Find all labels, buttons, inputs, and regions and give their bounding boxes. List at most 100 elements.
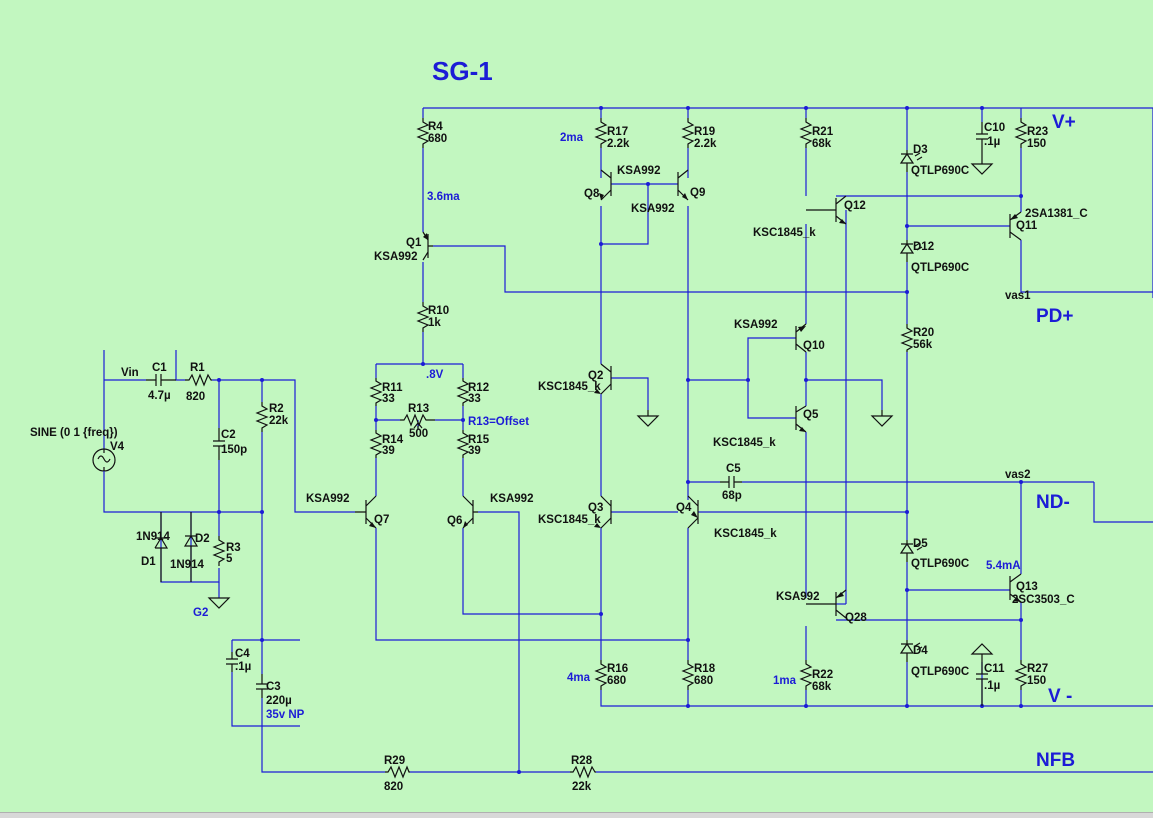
transistor-q1 xyxy=(422,231,433,261)
r13-wiper xyxy=(413,422,423,430)
capacitor-c3 xyxy=(256,674,268,698)
r2-value: 22k xyxy=(269,415,289,427)
resistor-r4 xyxy=(416,118,430,148)
q5-ref: Q5 xyxy=(803,409,819,421)
r10-ref: R10 xyxy=(428,305,449,317)
r12-value: 33 xyxy=(468,393,481,405)
r28-ref: R28 xyxy=(571,755,593,767)
r20-ref: R20 xyxy=(913,327,934,339)
c2-value: 150p xyxy=(221,444,247,456)
resistor-r29 xyxy=(385,765,410,779)
resistor-r15 xyxy=(456,430,470,458)
c5-value: 68p xyxy=(722,490,742,502)
led-d4 xyxy=(899,640,923,662)
resistor-r2 xyxy=(255,402,269,432)
resistor-r28 xyxy=(570,765,596,779)
d1-ref: D1 xyxy=(141,556,156,568)
d3-value: QTLP690C xyxy=(911,165,969,177)
net-g2-label: G2 xyxy=(193,607,208,619)
net-vas2-label: vas2 xyxy=(1005,469,1031,481)
r4-ref: R4 xyxy=(428,121,443,133)
ground-c11 xyxy=(970,643,994,660)
vas-current-note: 1ma xyxy=(773,675,797,687)
d3-ref: D3 xyxy=(913,144,928,156)
resistor-r22 xyxy=(799,660,813,690)
d12-ref: D12 xyxy=(913,241,934,253)
d1-value: 1N914 xyxy=(136,531,170,543)
led-d12 xyxy=(899,240,923,262)
transistor-q12 xyxy=(806,195,847,225)
r19-ref: R19 xyxy=(694,126,715,138)
c3-value: 220µ xyxy=(266,695,292,707)
c11-value: .1µ xyxy=(984,680,1000,692)
q9-value: KSA992 xyxy=(631,203,674,215)
horizontal-scrollbar[interactable] xyxy=(0,812,1153,818)
capacitor-c5 xyxy=(720,476,742,488)
r16-ref: R16 xyxy=(607,663,628,675)
r22-ref: R22 xyxy=(812,669,833,681)
lts-current-note: 2ma xyxy=(560,132,584,144)
q7-value: KSA992 xyxy=(306,493,349,505)
c1-value: 4.7µ xyxy=(148,390,171,402)
q13-ref: Q13 xyxy=(1016,581,1038,593)
d5-ref: D5 xyxy=(913,538,928,550)
resistor-r20 xyxy=(900,324,914,352)
r27-ref: R27 xyxy=(1027,663,1048,675)
ground-q2 xyxy=(636,410,660,427)
c4-value: .1µ xyxy=(235,661,251,673)
transistor-q6 xyxy=(462,495,478,529)
resistor-r1 xyxy=(185,373,212,387)
r18-ref: R18 xyxy=(694,663,716,675)
r23-value: 150 xyxy=(1027,138,1046,150)
q12-ref: Q12 xyxy=(844,200,866,212)
resistor-r3 xyxy=(212,536,226,566)
transistor-q3 xyxy=(600,495,612,529)
r19-value: 2.2k xyxy=(694,138,717,150)
r3-ref: R3 xyxy=(226,542,241,554)
q7-ref: Q7 xyxy=(374,514,389,526)
c11-ref: C11 xyxy=(984,663,1005,675)
net-vin-label: Vin xyxy=(121,367,139,379)
q3-value: KSC1845_k xyxy=(538,514,601,526)
resistor-r21 xyxy=(799,118,813,148)
net-vas1-label: vas1 xyxy=(1005,290,1031,302)
capacitor-c2 xyxy=(213,428,225,460)
q11-value: 2SA1381_C xyxy=(1025,208,1088,220)
c5-ref: C5 xyxy=(726,463,741,475)
q8-ref: Q8 xyxy=(584,188,600,200)
led-d3 xyxy=(899,150,923,172)
q10-value: KSA992 xyxy=(734,319,777,331)
d4-ref: D4 xyxy=(913,645,928,657)
r27-value: 150 xyxy=(1027,675,1046,687)
resistor-r11 xyxy=(369,378,383,406)
q4-value: KSC1845_k xyxy=(714,528,777,540)
r23-ref: R23 xyxy=(1027,126,1048,138)
resistor-r19 xyxy=(681,118,695,148)
ground-q5 xyxy=(870,410,894,427)
capacitor-c11 xyxy=(976,660,988,706)
q9-ref: Q9 xyxy=(690,187,705,199)
q2-ref: Q2 xyxy=(588,370,603,382)
resistor-r17 xyxy=(594,118,608,148)
q3-ref: Q3 xyxy=(588,502,603,514)
c10-value: .1µ xyxy=(984,136,1000,148)
d4-value: QTLP690C xyxy=(911,666,969,678)
d12-value: QTLP690C xyxy=(911,262,969,274)
r21-value: 68k xyxy=(812,138,832,150)
r16-value: 680 xyxy=(607,675,626,687)
resistor-r13 xyxy=(400,413,435,427)
r21-ref: R21 xyxy=(812,126,834,138)
q1-ref: Q1 xyxy=(406,237,422,249)
resistor-r16 xyxy=(594,660,608,690)
ground-g2 xyxy=(207,597,231,609)
resistor-r14 xyxy=(369,430,383,458)
v4-ref: V4 xyxy=(110,441,125,453)
net-vminus-label: V - xyxy=(1048,686,1072,707)
r11-ref: R11 xyxy=(382,382,403,394)
resistor-r27 xyxy=(1014,660,1028,690)
c2-ref: C2 xyxy=(221,429,236,441)
r13-value: 500 xyxy=(409,428,428,440)
schematic-title: SG-1 xyxy=(432,56,493,86)
transistor-q7 xyxy=(355,495,377,529)
